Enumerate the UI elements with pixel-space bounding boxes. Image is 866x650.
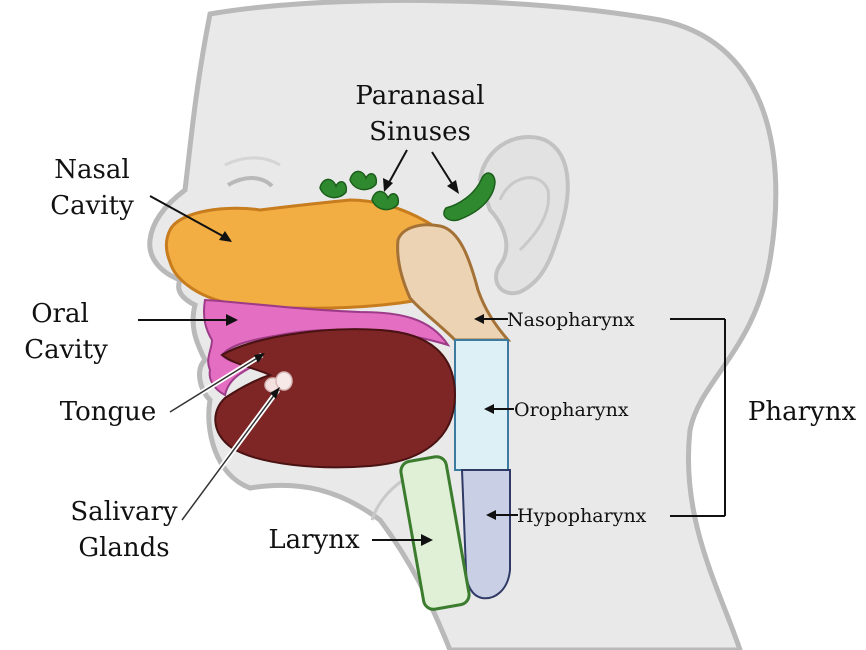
- oral-label-line2: Cavity: [24, 335, 108, 365]
- pharynx-label: Pharynx: [748, 397, 857, 427]
- salivary-gland-2: [276, 372, 292, 390]
- paranasal-label-line1: Paranasal: [355, 81, 484, 111]
- hypopharynx-shape: [462, 470, 510, 598]
- tongue-label: Tongue: [60, 397, 157, 427]
- oropharynx-label: Oropharynx: [514, 399, 629, 421]
- salivary-label-line2: Glands: [78, 533, 169, 563]
- nasopharynx-label: Nasopharynx: [507, 309, 635, 331]
- sinus-3: [372, 191, 398, 209]
- paranasal-label-line2: Sinuses: [369, 117, 471, 147]
- oropharynx-shape: [455, 340, 508, 470]
- sinus-1: [320, 179, 346, 197]
- larynx-label: Larynx: [268, 525, 360, 555]
- nasal-label-line2: Cavity: [50, 191, 134, 221]
- sinus-2: [350, 171, 376, 189]
- hypopharynx-label: Hypopharynx: [517, 505, 647, 527]
- oral-label-line1: Oral: [31, 299, 89, 329]
- nasal-label-line1: Nasal: [54, 155, 129, 185]
- tongue-shape: [215, 329, 455, 467]
- salivary-label-line1: Salivary: [70, 497, 178, 527]
